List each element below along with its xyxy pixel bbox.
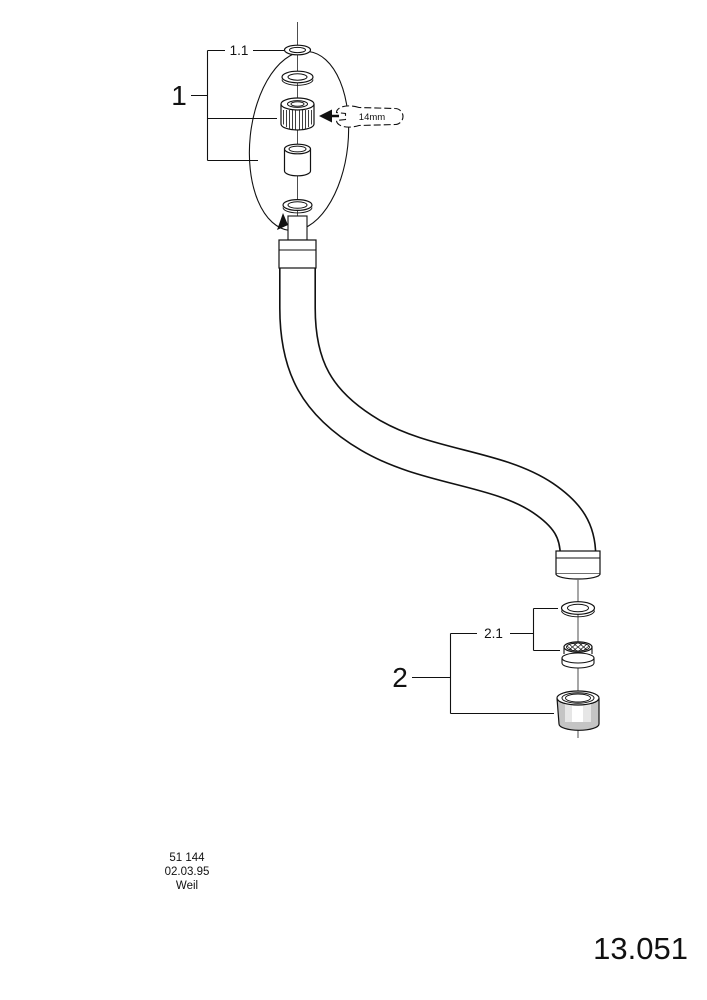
stamp-date: 02.03.95 — [165, 866, 210, 878]
screen-inner-edge — [566, 642, 590, 652]
outline — [560, 601, 596, 615]
body-highlight — [572, 700, 583, 722]
label-group2: 2 — [392, 662, 408, 693]
collar-bottom — [555, 573, 601, 580]
spout-inlet-neck — [278, 215, 317, 269]
group-1-bracket — [191, 49, 284, 162]
inner-edge — [287, 100, 308, 108]
part-oring-spout-neck — [282, 199, 313, 214]
body — [283, 149, 312, 177]
revision-stamp: 51 144 02.03.95 Weil — [165, 852, 210, 892]
wrench-size-label: 14mm — [359, 112, 385, 123]
bore-edge — [290, 101, 305, 107]
inner-edge — [567, 603, 589, 613]
wrench-callout: 14mm — [319, 105, 404, 128]
part-aerator-housing — [556, 690, 600, 731]
group-2-bracket — [412, 607, 560, 715]
plate-number: 13.051 — [593, 931, 688, 966]
part-washer-top — [281, 70, 314, 86]
label-group1: 1 — [171, 80, 187, 111]
wrench-icon — [335, 105, 404, 128]
balloon-arrowhead — [277, 213, 288, 230]
spout-tube — [279, 258, 597, 557]
part-union-nut — [280, 97, 315, 131]
collar — [555, 550, 601, 575]
part-aerator-washer — [560, 601, 596, 618]
rim-top — [561, 652, 595, 664]
part-spacer-sleeve — [283, 143, 312, 177]
inner-edge — [289, 46, 306, 54]
tube-fill — [280, 258, 595, 557]
neck — [287, 215, 308, 241]
mesh-lines — [566, 642, 590, 652]
outline — [281, 70, 314, 84]
thickness-edge — [561, 610, 595, 618]
inner-edge — [561, 692, 595, 704]
top-face — [280, 97, 315, 111]
arrow-to-nut — [319, 109, 332, 123]
outline — [282, 199, 313, 212]
stamp-part-number: 51 144 — [169, 852, 205, 864]
outline — [283, 44, 312, 56]
label-group1-sub: 1.1 — [230, 43, 249, 58]
part-aerator-screen — [561, 641, 595, 669]
part-oring-top — [283, 44, 312, 56]
knurl-lines — [283, 110, 312, 130]
stamp-location: Weil — [176, 880, 198, 892]
spout-end-collar — [555, 550, 601, 580]
bore-edge — [565, 693, 591, 703]
inner-edge — [287, 201, 308, 209]
thickness-edge — [281, 79, 314, 86]
thickness-edge — [282, 207, 313, 214]
label-group2-sub: 2.1 — [484, 626, 503, 641]
inner-edge — [288, 145, 307, 153]
inner-edge — [287, 73, 308, 81]
collar — [278, 239, 317, 269]
